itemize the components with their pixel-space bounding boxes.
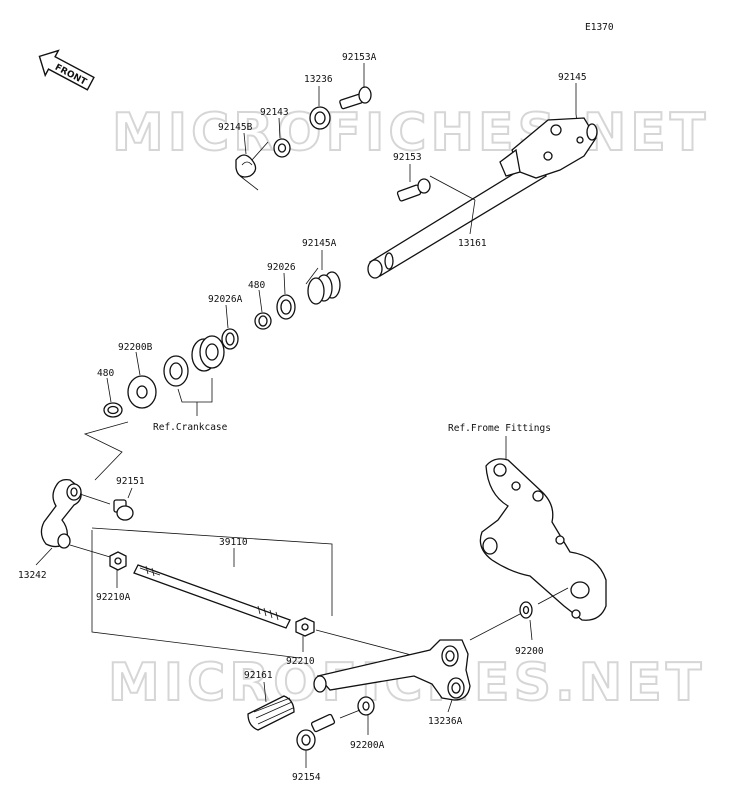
pedal-rubber-92161 [247, 695, 295, 731]
oil-seal [163, 355, 189, 387]
callout-92026: 92026 [267, 262, 296, 273]
callout-13236: 13236 [304, 74, 333, 85]
callout-92153a: 92153A [342, 52, 377, 63]
spring-92145b [235, 141, 269, 191]
shift-pedal [313, 639, 471, 701]
rod-bracket-bottom [91, 530, 301, 659]
bolt-92153 [396, 178, 431, 202]
bolt-92151 [113, 499, 134, 521]
tie-rod-39110 [133, 564, 291, 629]
callout-92145b: 92145B [218, 122, 253, 133]
callout-92154: 92154 [292, 772, 321, 783]
callout-92145: 92145 [558, 72, 587, 83]
bolt-92153a [339, 86, 372, 110]
diagram-code: E1370 [585, 22, 614, 33]
callout-92210: 92210 [286, 656, 315, 667]
callout-39110: 39110 [219, 537, 248, 548]
watermark-top: MICROFICHES.NET [112, 103, 709, 163]
needle-bearing [191, 335, 225, 372]
rod-bracket-top [91, 527, 333, 616]
collar-92143 [273, 138, 291, 158]
callout-92026a: 92026A [208, 294, 243, 305]
ref-crankcase-label: Ref.Crankcase [153, 422, 228, 433]
callout-480-lower: 480 [97, 368, 114, 379]
callout-92200a: 92200A [350, 740, 385, 751]
front-arrow-icon: FRONT [38, 49, 95, 91]
circlip-480-upper [254, 312, 272, 330]
link-line [83, 421, 129, 481]
spring-92145a [305, 267, 341, 305]
callout-92143: 92143 [260, 107, 289, 118]
callout-13242: 13242 [18, 570, 47, 581]
callout-92153: 92153 [393, 152, 422, 163]
bolt-92154 [296, 713, 336, 751]
callout-480-upper: 480 [248, 280, 265, 291]
callout-92145a: 92145A [302, 238, 337, 249]
callout-13236a: 13236A [428, 716, 463, 727]
shift-shaft-13161 [367, 117, 598, 279]
callout-92210a: 92210A [96, 592, 131, 603]
callout-13161: 13161 [458, 238, 487, 249]
frame-fitting-plate [479, 458, 607, 621]
callout-92161: 92161 [244, 670, 273, 681]
nut-92210a [109, 551, 127, 571]
link-arm-13242 [40, 478, 82, 549]
washer-92200 [519, 601, 533, 619]
circlip-480-lower [103, 402, 123, 418]
washer-92200a [357, 696, 375, 716]
callout-92200b: 92200B [118, 342, 153, 353]
ref-frame-fittings-label: Ref.Frome Fittings [448, 423, 551, 434]
callout-92151: 92151 [116, 476, 145, 487]
nut-92210 [295, 617, 315, 637]
callout-92200: 92200 [515, 646, 544, 657]
washer-92026a [221, 328, 239, 350]
washer-92200b [127, 375, 157, 409]
roller-13236 [309, 106, 331, 130]
washer-92026 [276, 294, 296, 320]
